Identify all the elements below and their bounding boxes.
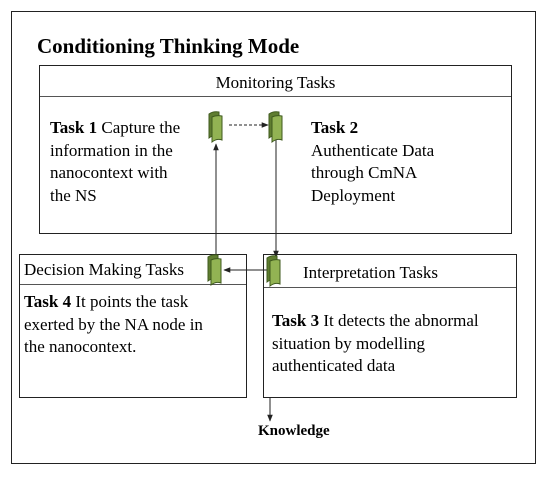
task4-label: Task 4 [24, 292, 72, 311]
task3-line-3: authenticated data [272, 356, 396, 375]
decision-making-tasks-header: Decision Making Tasks [20, 255, 246, 285]
task1-line-2: information in the [50, 140, 173, 160]
task3-line-2: situation by modelling [272, 333, 425, 353]
task3-label: Task 3 [272, 311, 320, 330]
task4-line-3: the nanocontext. [24, 337, 137, 356]
knowledge-label: Knowledge [258, 423, 330, 439]
task3-line-1: It detects the abnormal [319, 311, 479, 330]
diagram-title: Conditioning Thinking Mode [37, 34, 300, 58]
interpretation-tasks-box: Interpretation Tasks [263, 254, 517, 398]
interpretation-tasks-header: Interpretation Tasks [264, 255, 516, 288]
task1-line-4: the NS [50, 185, 97, 205]
outer-frame [11, 11, 536, 464]
task1-line-3: nanocontext with [50, 163, 168, 182]
task2-line-2: through CmNA [311, 163, 418, 182]
task1-line-1: Capture the [97, 118, 181, 137]
task4-line-1: It points the task [71, 292, 189, 311]
task4-line-2: exerted by the NA node in [24, 314, 203, 334]
task1-text: Task 1 Capture the information in the nano… [50, 117, 180, 207]
task2-text: Task 2 Authenticate Data through CmNA Deplo… [311, 117, 434, 207]
task4-text: Task 4 It points the task exerted by the … [24, 291, 203, 359]
task1-label: Task 1 [50, 118, 98, 137]
task3-text: Task 3 It detects the abnormal situation … [272, 310, 479, 378]
monitoring-tasks-header: Monitoring Tasks [40, 66, 511, 97]
task2-line-3: Deployment [311, 185, 396, 205]
task2-label: Task 2 [311, 118, 359, 137]
task2-line-1: Authenticate Data [311, 140, 435, 160]
